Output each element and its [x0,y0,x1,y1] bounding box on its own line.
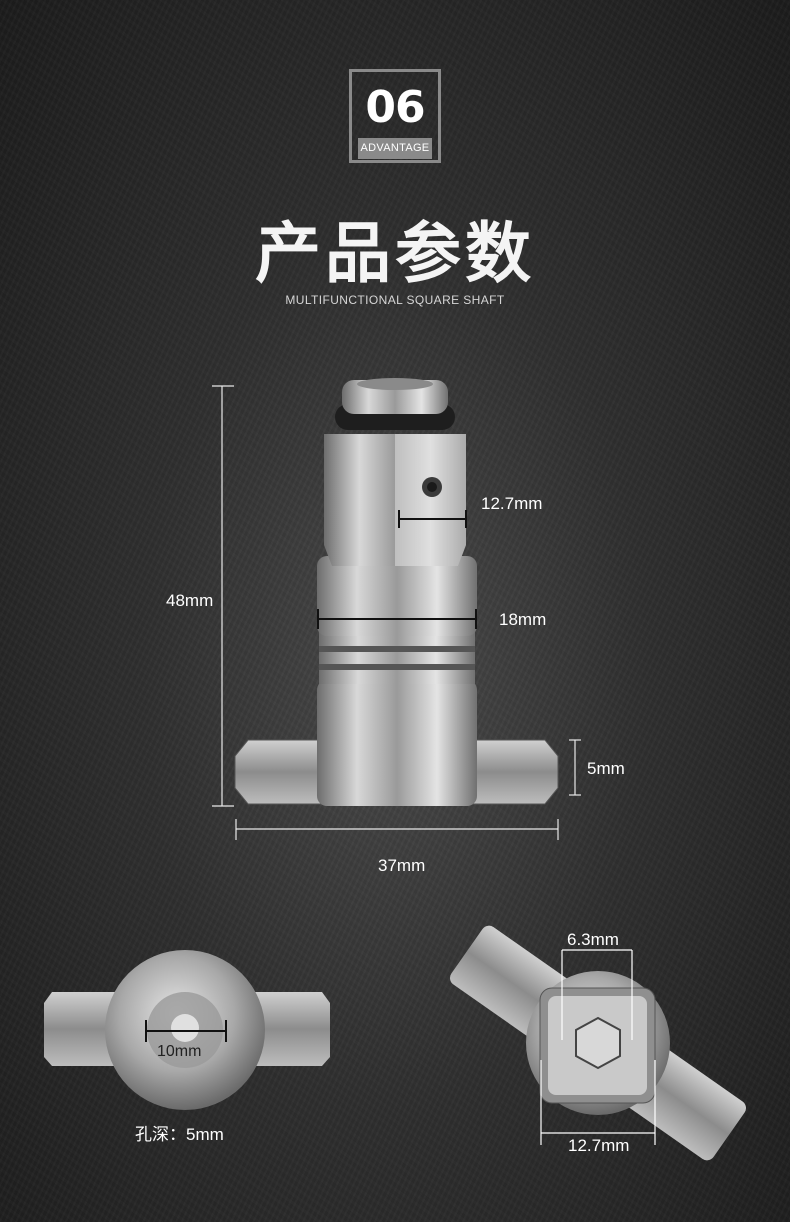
bottom-hole-label: 10mm [157,1043,202,1060]
square-drive-label: 12.7mm [481,494,543,513]
page-subtitle: MULTIFUNCTIONAL SQUARE SHAFT [285,293,505,307]
dimension-lines [212,385,581,840]
total-height-label: 48mm [166,591,214,610]
shaft-side-view [234,378,559,806]
end-square-label: 12.7mm [568,1136,630,1155]
page-title: 产品参数 [255,215,535,292]
hex-socket-label: 6.3mm [567,930,619,949]
hole-depth-label: 孔深：5mm [135,1125,224,1144]
end-view [450,925,746,1161]
section-badge: 06 ADVANTAGE [349,69,441,163]
badge-label: ADVANTAGE [358,138,432,159]
badge-number: 06 [365,82,425,133]
flange-width-label: 37mm [378,856,426,875]
flange-thickness-label: 5mm [587,759,625,778]
bottom-view [44,950,330,1110]
body-diameter-label: 18mm [499,610,547,629]
